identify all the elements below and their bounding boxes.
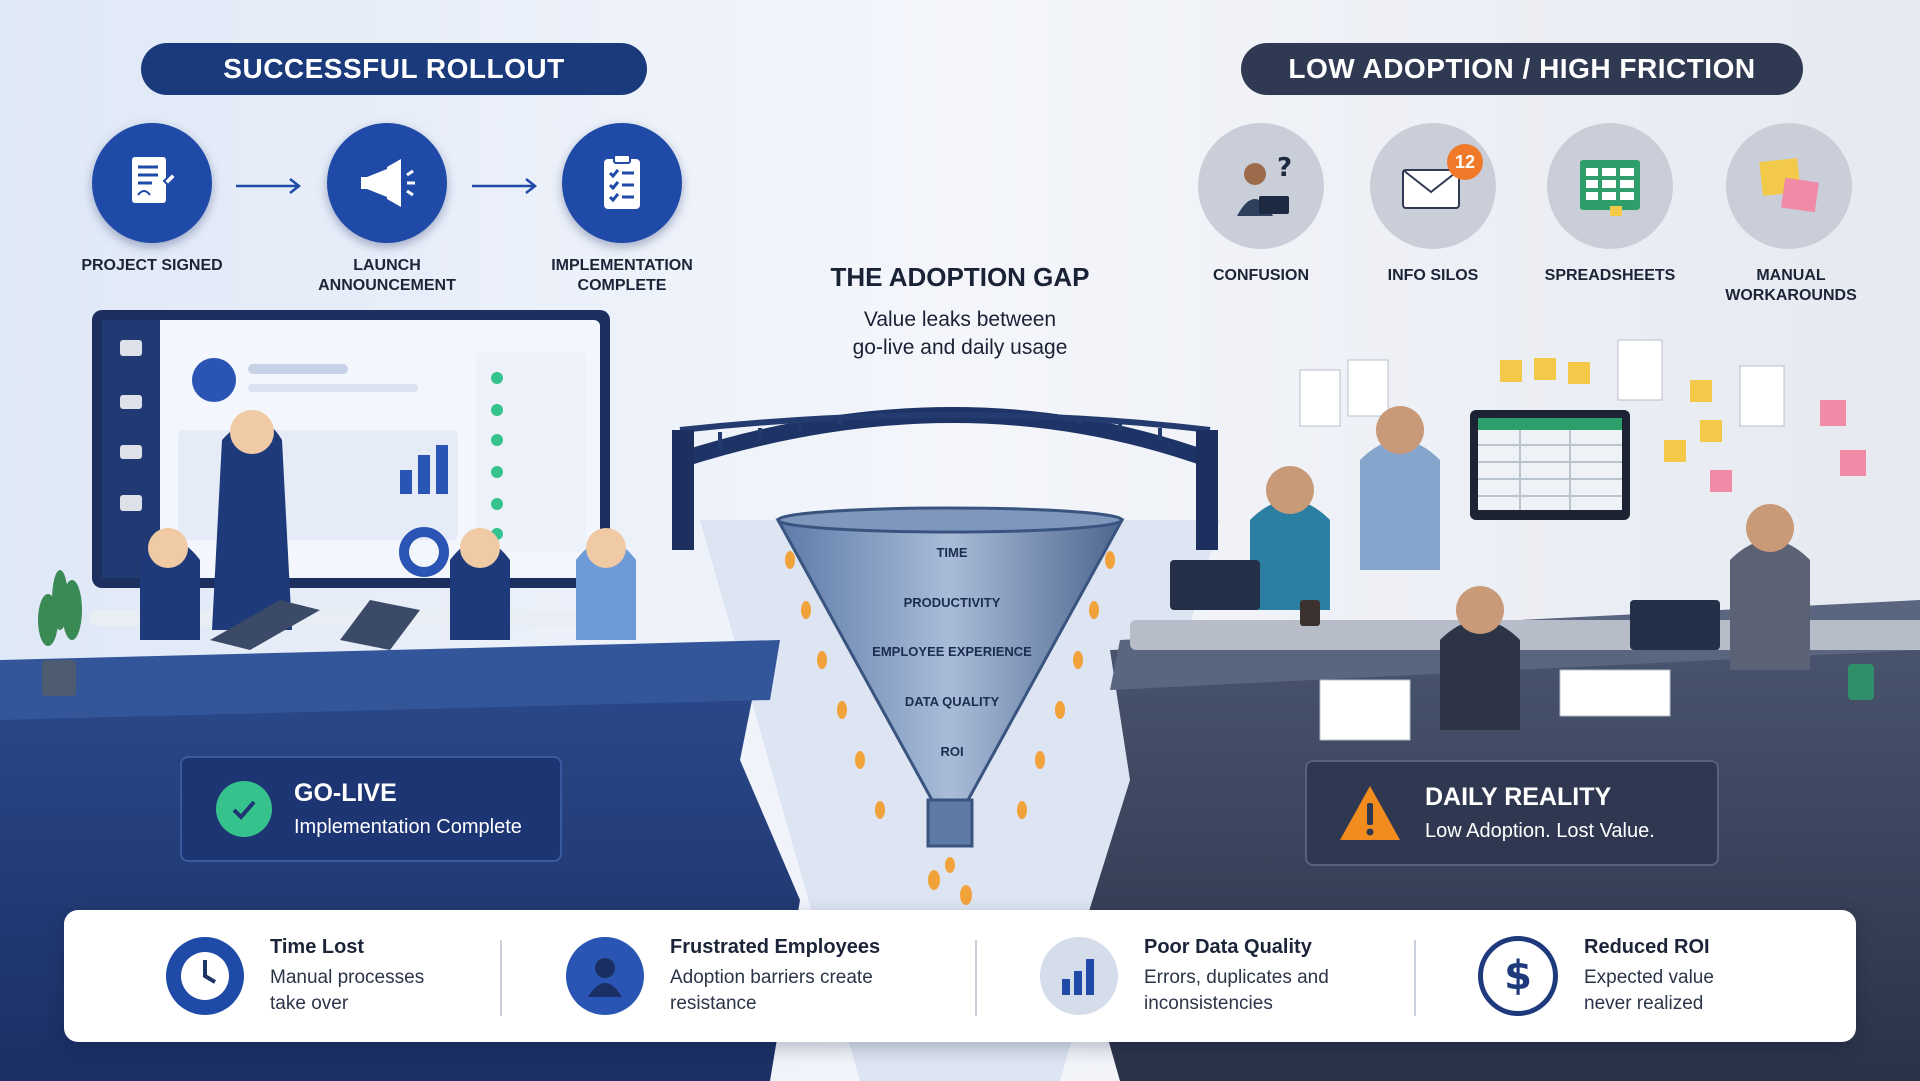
friction-label-info-silos: INFO SILOS: [1387, 267, 1479, 284]
impact-desc-line1: Expected value: [1584, 966, 1714, 988]
go-live-status: GO-LIVE Implementation Complete: [180, 756, 562, 862]
impact-desc-line2: inconsistencies: [1144, 992, 1273, 1014]
megaphone-icon: [361, 159, 415, 207]
info-silos-item: [1370, 123, 1496, 249]
impact-time-lost: Time Lost Manual processes take over: [166, 910, 424, 1042]
dollar-icon: $: [1478, 936, 1558, 1016]
funnel-label-roi: ROI: [940, 744, 964, 759]
step-label-implementation-complete: IMPLEMENTATION COMPLETE: [551, 257, 693, 294]
warning-icon: [1340, 786, 1400, 840]
adoption-gap-subtitle: Value leaks between go-live and daily us…: [790, 306, 1130, 362]
step-label-project-signed: PROJECT SIGNED: [81, 257, 223, 274]
divider: [1414, 940, 1416, 1016]
divider: [500, 940, 502, 1016]
checklist-icon: [604, 154, 640, 209]
friction-label-manual-workarounds: MANUAL WORKAROUNDS: [1725, 267, 1857, 304]
sticky-notes-icon: [1759, 158, 1819, 213]
funnel-label-data-quality: DATA QUALITY: [904, 694, 1000, 709]
confused-person-icon: ?: [1237, 153, 1292, 216]
adoption-gap-subtitle-line1: Value leaks between: [863, 308, 1057, 331]
go-live-title: GO-LIVE: [294, 779, 397, 807]
project-signed-step: [92, 123, 212, 243]
impact-desc-line1: Adoption barriers create: [670, 966, 873, 988]
daily-reality-title: DAILY REALITY: [1425, 783, 1612, 811]
launch-announcement-step: [327, 123, 447, 243]
confusion-item: ?: [1198, 123, 1324, 249]
impact-desc-line2: resistance: [670, 992, 757, 1014]
arrow-right-icon: [236, 178, 302, 194]
impact-desc-line1: Errors, duplicates and: [1144, 966, 1329, 988]
bar-chart-icon: [1040, 937, 1118, 1015]
friction-label-confusion: CONFUSION: [1213, 267, 1309, 284]
daily-reality-status: DAILY REALITY Low Adoption. Lost Value.: [1305, 760, 1719, 866]
impact-desc-line1: Manual processes: [270, 966, 425, 988]
impact-panel: Time Lost Manual processes take over Fru…: [64, 910, 1856, 1042]
document-sign-icon: [132, 157, 178, 203]
impact-title: Time Lost: [270, 935, 365, 958]
person-icon: [566, 937, 644, 1015]
impact-title: Frustrated Employees: [670, 935, 881, 958]
impact-reduced-roi: $ Reduced ROI Expected value never reali…: [1478, 910, 1714, 1042]
implementation-complete-step: [562, 123, 682, 243]
spreadsheet-icon: [1580, 160, 1640, 216]
impact-frustrated-employees: Frustrated Employees Adoption barriers c…: [566, 910, 880, 1042]
impact-title: Reduced ROI: [1584, 935, 1710, 958]
manual-workarounds-item: [1726, 123, 1852, 249]
impact-desc-line2: take over: [270, 992, 349, 1014]
friction-label-spreadsheets: SPREADSHEETS: [1544, 267, 1676, 284]
envelope-icon: [1402, 169, 1460, 209]
funnel-label-time: TIME: [936, 545, 968, 560]
arrow-right-icon: [472, 178, 538, 194]
impact-desc-line2: never realized: [1584, 992, 1704, 1014]
adoption-gap-subtitle-line2: go-live and daily usage: [852, 336, 1068, 359]
svg-text:?: ?: [1277, 153, 1292, 183]
go-live-subtitle: Implementation Complete: [294, 816, 522, 838]
impact-title: Poor Data Quality: [1144, 935, 1312, 958]
step-label-launch-announcement: LAUNCH ANNOUNCEMENT: [318, 257, 456, 294]
daily-reality-subtitle: Low Adoption. Lost Value.: [1425, 820, 1655, 842]
spreadsheets-item: [1547, 123, 1673, 249]
successful-rollout-banner: SUCCESSFUL ROLLOUT: [141, 43, 647, 95]
check-circle-icon: [216, 781, 272, 837]
notification-badge: 12: [1447, 144, 1483, 180]
funnel-label-productivity: PRODUCTIVITY: [903, 595, 1001, 610]
adoption-gap-title: THE ADOPTION GAP: [830, 262, 1090, 292]
divider: [975, 940, 977, 1016]
low-adoption-banner: LOW ADOPTION / HIGH FRICTION: [1241, 43, 1803, 95]
impact-poor-data-quality: Poor Data Quality Errors, duplicates and…: [1040, 910, 1329, 1042]
clock-icon: [166, 937, 244, 1015]
funnel-label-employee-experience: EMPLOYEE EXPERIENCE: [872, 644, 1032, 659]
